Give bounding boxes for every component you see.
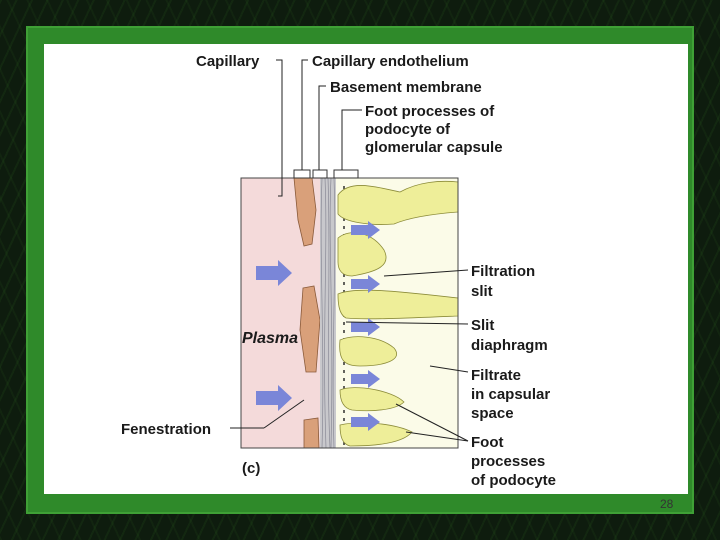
- flow-arrow: [351, 275, 380, 293]
- flow-arrow: [256, 385, 292, 411]
- label-filtrate-line-1: Filtrate: [471, 367, 521, 384]
- label-slit-diaphragm-line-1: Slit: [471, 317, 494, 334]
- flow-arrow: [351, 221, 380, 239]
- label-foot-processes-capsule-line-2: podocyte of: [365, 121, 451, 138]
- label-basement-membrane: Basement membrane: [330, 79, 482, 96]
- label-plasma: Plasma: [242, 330, 298, 347]
- endothelial-cell: [303, 417, 320, 449]
- flow-arrow: [351, 413, 380, 431]
- label-fenestration: Fenestration: [121, 421, 211, 438]
- label-foot-processes-capsule-line-1: Foot processes of: [365, 103, 495, 120]
- top-brackets: [293, 169, 359, 179]
- label-foot-processes-podocyte-line-1: Foot: [471, 434, 503, 451]
- label-capillary: Capillary: [196, 53, 260, 70]
- label-foot-processes-podocyte-line-2: processes: [471, 453, 545, 470]
- label-foot-processes-podocyte-line-3: of podocyte: [471, 472, 556, 489]
- basement-membrane-fibers: [320, 177, 336, 449]
- label-filtrate-line-2: in capsular: [471, 386, 550, 403]
- page-number: 28: [660, 497, 674, 511]
- label-filtration-slit-line-1: Filtration: [471, 263, 535, 280]
- endothelial-cell: [299, 285, 321, 373]
- label-filtrate-line-3: space: [471, 405, 514, 422]
- label-capillary-endothelium: Capillary endothelium: [312, 53, 469, 70]
- leader-lines: [230, 59, 469, 442]
- flow-arrows: [256, 221, 380, 431]
- panel-letter: (c): [242, 460, 260, 477]
- label-filtration-slit-line-2: slit: [471, 283, 493, 300]
- foot-processes: [337, 180, 459, 447]
- flow-arrow: [256, 260, 292, 286]
- label-foot-processes-capsule-line-3: glomerular capsule: [365, 139, 503, 156]
- label-slit-diaphragm-line-2: diaphragm: [471, 337, 548, 354]
- flow-arrow: [351, 370, 380, 388]
